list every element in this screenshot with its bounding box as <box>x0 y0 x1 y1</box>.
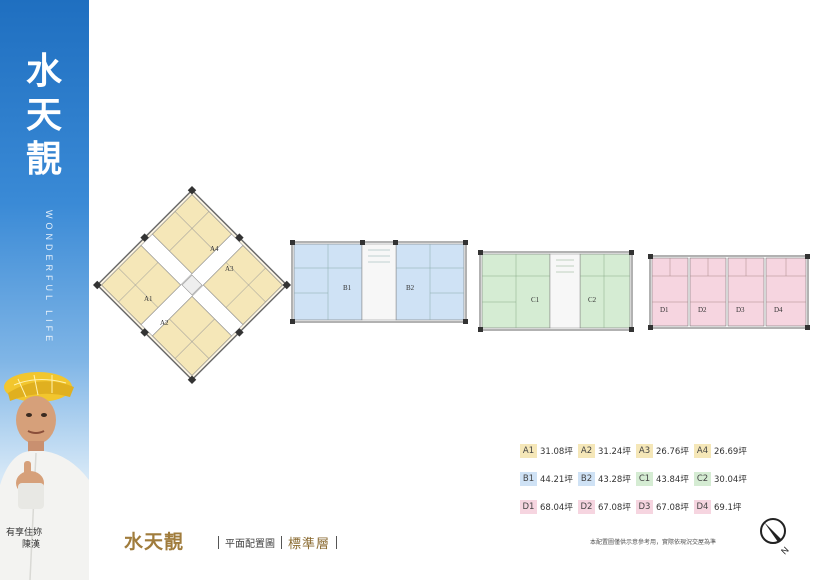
legend-area: 31.24坪 <box>598 447 631 457</box>
disclaimer-text: 本配置圖僅供示意參考用，實際依現況交屋為準 <box>590 539 717 546</box>
legend-code: D1 <box>520 500 537 514</box>
north-arrow-icon: N <box>760 518 791 556</box>
unit-label: D4 <box>774 306 783 314</box>
legend-code: A2 <box>578 444 595 458</box>
legend-code: D2 <box>578 500 595 514</box>
divider <box>336 536 338 549</box>
legend-code: C2 <box>694 472 711 486</box>
north-label: N <box>779 545 791 556</box>
legend-row: D1 68.04坪 D2 67.08坪 D3 67.08坪 D4 69.1坪 <box>520 500 760 514</box>
legend-code: D4 <box>694 500 711 514</box>
brand-title-char: 靚 <box>25 139 62 180</box>
brand-band: 水 天 靚 WONDERFUL LIFE 有享住妳 陳漢 <box>0 0 89 580</box>
legend-area: 67.08坪 <box>598 503 631 513</box>
divider <box>281 536 282 549</box>
legend-code: A3 <box>636 444 653 458</box>
divider <box>218 536 219 549</box>
unit-label: D3 <box>736 306 745 314</box>
brand-title-char: 天 <box>25 95 62 136</box>
legend-area: 68.04坪 <box>540 503 573 513</box>
unit-area-legend: A1 31.08坪 A2 31.24坪 A3 26.76坪 A4 26.69坪 … <box>520 444 760 528</box>
legend-item: D1 68.04坪 <box>520 500 578 514</box>
legend-area: 26.69坪 <box>714 447 747 457</box>
unit-label: A3 <box>225 265 234 273</box>
legend-area: 43.28坪 <box>598 475 631 485</box>
brand-title-char: 水 <box>25 51 62 92</box>
unit-label: B1 <box>343 284 352 292</box>
legend-item: B2 43.28坪 <box>578 472 636 486</box>
legend-item: A1 31.08坪 <box>520 444 578 458</box>
unit-label: C1 <box>531 296 540 304</box>
legend-item: D3 67.08坪 <box>636 500 694 514</box>
legend-area: 30.04坪 <box>714 475 747 485</box>
legend-item: C1 43.84坪 <box>636 472 694 486</box>
unit-label: C2 <box>588 296 597 304</box>
legend-area: 43.84坪 <box>656 475 689 485</box>
legend-item: A2 31.24坪 <box>578 444 636 458</box>
signature-text: 有享住妳 陳漢 <box>6 526 45 550</box>
legend-item: D4 69.1坪 <box>694 500 752 514</box>
plan-label: 平面配置圖 <box>225 539 275 550</box>
signature-line: 陳漢 <box>22 538 40 550</box>
legend-area: 67.08坪 <box>656 503 689 513</box>
floor-plan-d: D1 D2 D3 D4 <box>648 254 810 330</box>
plan-subtitle: 平面配置圖 標準層 <box>212 533 343 552</box>
legend-row: A1 31.08坪 A2 31.24坪 A3 26.76坪 A4 26.69坪 <box>520 444 760 458</box>
legend-area: 31.08坪 <box>540 447 573 457</box>
brand-tagline: WONDERFUL LIFE <box>44 210 54 346</box>
legend-code: C1 <box>636 472 653 486</box>
floor-plan-c: C1 C2 <box>478 250 634 332</box>
unit-label: B2 <box>406 284 415 292</box>
unit-label: D2 <box>698 306 707 314</box>
floor-label: 標準層 <box>288 537 331 552</box>
signature-line: 有享住妳 <box>6 526 42 538</box>
legend-item: A4 26.69坪 <box>694 444 752 458</box>
unit-label: A2 <box>160 319 169 327</box>
floor-plan-b: B1 B2 <box>290 240 468 324</box>
legend-item: D2 67.08坪 <box>578 500 636 514</box>
brand-title: 水 天 靚 <box>14 50 74 182</box>
legend-item: A3 26.76坪 <box>636 444 694 458</box>
legend-item: C2 30.04坪 <box>694 472 752 486</box>
unit-label: D1 <box>660 306 669 314</box>
legend-area: 69.1坪 <box>714 503 742 513</box>
legend-area: 44.21坪 <box>540 475 573 485</box>
legend-item: B1 44.21坪 <box>520 472 578 486</box>
legend-area: 26.76坪 <box>656 447 689 457</box>
unit-label: A1 <box>144 295 153 303</box>
legend-code: A1 <box>520 444 537 458</box>
spokesperson-image: 有享住妳 陳漢 <box>0 372 89 580</box>
legend-code: B1 <box>520 472 537 486</box>
floor-plan-a: A1 A2 A3 A4 <box>93 186 291 384</box>
legend-code: A4 <box>694 444 711 458</box>
legend-code: D3 <box>636 500 653 514</box>
project-title: 水天靚 <box>124 531 185 553</box>
legend-row: B1 44.21坪 B2 43.28坪 C1 43.84坪 C2 30.04坪 <box>520 472 760 486</box>
unit-label: A4 <box>210 245 219 253</box>
legend-code: B2 <box>578 472 595 486</box>
